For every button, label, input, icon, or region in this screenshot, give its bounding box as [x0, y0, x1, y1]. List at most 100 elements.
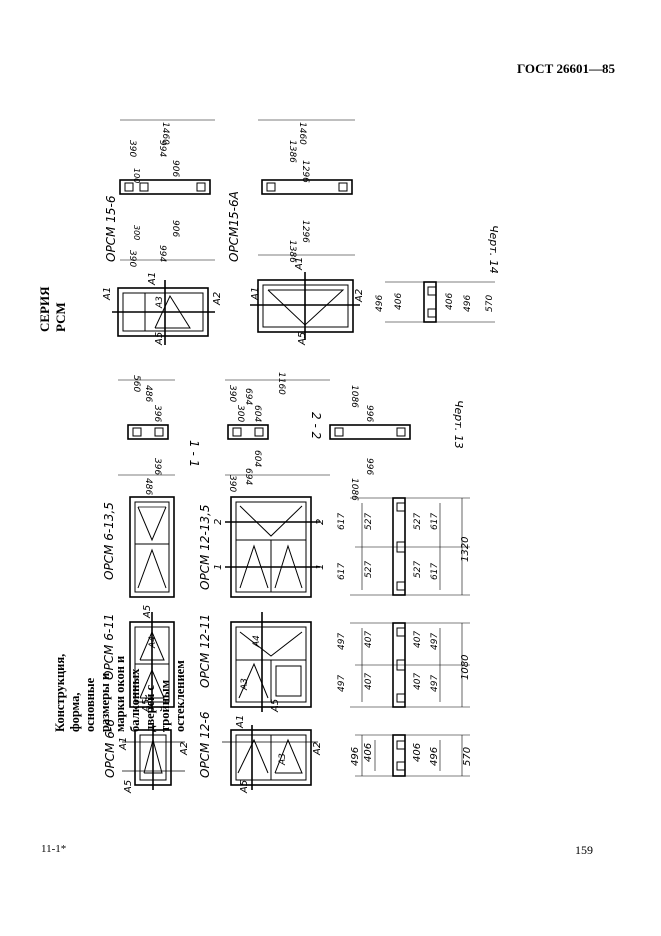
cut-label: 2 — [213, 519, 224, 525]
drawing-ref-14: Черт. 14 — [487, 225, 500, 274]
window-orsm-6-11 — [129, 612, 175, 712]
mark-orsm-15-6a: ОРСМ15-6А — [227, 191, 241, 262]
dim-label: 497 — [337, 675, 347, 692]
dim-label: 390 — [127, 250, 137, 267]
sash-label: А5 — [297, 332, 308, 346]
dim-label: 906 — [170, 160, 180, 177]
section-2-2 — [225, 379, 411, 476]
mark-orsm-6-11: ОРСМ 6-11 — [102, 614, 116, 680]
mark-orsm-6-13-5: ОРСМ 6-13,5 — [102, 502, 116, 580]
cut-label: 1 — [213, 564, 224, 570]
window-orsm-12-6 — [222, 725, 318, 790]
dim-label: 496 — [375, 295, 385, 312]
sash-label: А5 — [239, 780, 250, 794]
sash-label: А4 — [252, 635, 262, 648]
dim-label: 497 — [337, 633, 347, 650]
dim-label: 390 — [227, 385, 237, 402]
dim-label: 906 — [170, 220, 180, 237]
dim-label: 996 — [364, 405, 374, 422]
sash-label: А5 — [154, 332, 165, 346]
sash-label: А1 — [235, 715, 246, 729]
dim-label: 1086 — [349, 478, 359, 501]
dim-label: 1160 — [276, 372, 286, 395]
section-15-6a — [258, 119, 355, 256]
window-orsm-6-13-5 — [129, 496, 175, 598]
dim-label: 617 — [430, 563, 440, 580]
window-orsm-15-6 — [112, 280, 215, 345]
window-orsm-12-11 — [230, 612, 312, 712]
sash-label: А5 — [141, 699, 152, 713]
dim-label: 617 — [430, 513, 440, 530]
dim-label: 496 — [463, 295, 473, 312]
section-plan-1080 — [350, 622, 470, 708]
mark-orsm-12-11: ОРСМ 12-11 — [198, 614, 212, 688]
dim-label: 407 — [364, 631, 374, 648]
dim-label: 560 — [131, 375, 141, 392]
sash-label: А2 — [179, 742, 190, 756]
sash-label: А1 — [147, 272, 158, 286]
sash-label: А1 — [250, 287, 261, 301]
dim-label: 1296 — [300, 160, 310, 183]
sash-label: А3 — [240, 678, 250, 691]
dim-label: 617 — [337, 563, 347, 580]
sash-label: А1 — [102, 287, 113, 301]
sheet-mark: 11-1* — [41, 843, 67, 855]
dim-label: 406 — [394, 293, 404, 310]
dim-label: 496 — [429, 747, 440, 766]
dim-label: 390 — [127, 140, 137, 157]
dim-label: 1296 — [300, 220, 310, 243]
section-2-2-label: 2 - 2 — [309, 412, 323, 439]
dim-label: 407 — [413, 673, 423, 690]
dim-label: 406 — [445, 293, 455, 310]
dim-label: 994 — [157, 245, 167, 262]
dim-label: 527 — [364, 513, 374, 530]
section-1-1 — [118, 379, 175, 476]
dim-label: 1386 — [287, 240, 297, 263]
dim-label: 396 — [152, 405, 162, 422]
sash-label: А4 — [148, 636, 158, 649]
dim-label: 570 — [462, 747, 473, 766]
sash-label: А3 — [155, 296, 165, 309]
sash-label: А5 — [142, 605, 153, 619]
dim-label: 1320 — [460, 537, 471, 562]
sash-label: А5 — [123, 780, 134, 794]
sash-label: А2 — [312, 742, 323, 756]
dim-label: 570 — [485, 295, 495, 312]
dim-label: 527 — [413, 513, 423, 530]
window-orsm-6-6 — [122, 725, 185, 790]
dim-label: 496 — [350, 747, 361, 766]
dim-label: 300 — [132, 225, 141, 240]
dim-label: 1080 — [460, 655, 471, 680]
section-plan-1320 — [350, 497, 470, 596]
dim-label: 527 — [413, 561, 423, 578]
sash-label: А2 — [354, 289, 365, 303]
sash-label: А3 — [278, 753, 288, 766]
sash-label: А5 — [270, 699, 281, 713]
dim-label: 1460 — [160, 122, 170, 145]
section-1-1-label: 1 - 1 — [187, 440, 201, 467]
mark-orsm-12-6: ОРСМ 12-6 — [198, 711, 212, 778]
sash-label: А1 — [118, 737, 129, 751]
dim-label: 994 — [157, 140, 167, 157]
section-plan-570 — [355, 734, 470, 777]
dim-label: 1386 — [287, 140, 297, 163]
dim-label: 617 — [337, 513, 347, 530]
standard-number: ГОСТ 26601—85 — [516, 61, 615, 76]
dim-label: 396 — [152, 458, 162, 475]
dim-label: 604 — [252, 450, 262, 467]
sash-label: А1 — [294, 257, 305, 271]
sash-label: А2 — [212, 292, 223, 306]
dim-label: 996 — [364, 458, 374, 475]
dim-label: 486 — [143, 385, 153, 402]
window-orsm-12-13-5 — [225, 496, 320, 598]
dim-label: 694 — [243, 388, 253, 405]
section-15-6 — [119, 119, 215, 261]
dim-label: 1460 — [297, 122, 307, 145]
dim-label: 390 — [227, 475, 237, 492]
cut-label: 2 — [315, 519, 326, 525]
dim-label: 486 — [143, 478, 153, 495]
dim-label: 497 — [430, 633, 440, 650]
dim-label: 497 — [430, 675, 440, 692]
